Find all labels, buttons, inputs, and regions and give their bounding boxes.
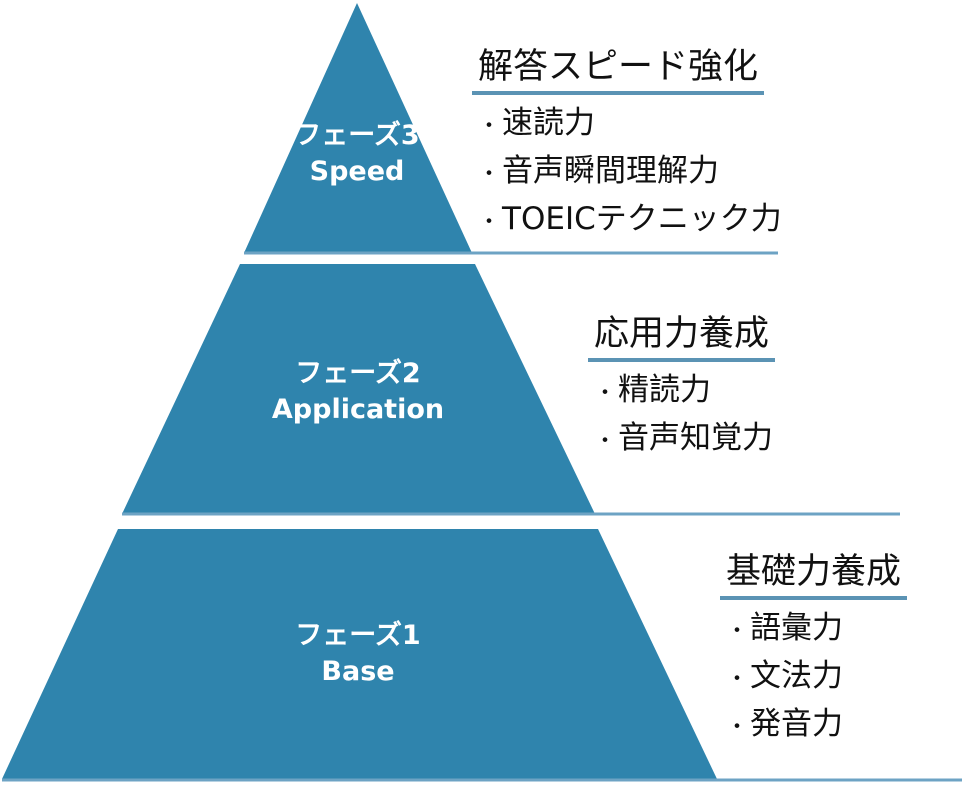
skill-text: 速読力 — [502, 105, 596, 141]
bullet-mark: ・ — [726, 667, 749, 692]
skill-text: 文法力 — [750, 658, 844, 694]
list-item: ・速読力 — [478, 101, 782, 149]
skill-text: 発音力 — [750, 706, 844, 742]
panel-phase1: 基礎力養成 ・語彙力 ・文法力 ・発音力 — [720, 555, 908, 750]
list-item: ・文法力 — [726, 654, 907, 702]
bullet-mark: ・ — [726, 715, 749, 740]
skill-text: TOEICテクニック力 — [502, 201, 782, 237]
list-item: ・語彙力 — [726, 606, 907, 654]
skill-text: 音声瞬間理解力 — [502, 153, 720, 189]
bullet-mark: ・ — [478, 114, 501, 139]
phase-name: Base — [321, 655, 395, 687]
panel-phase3: 解答スピード強化 ・速読力 ・音声瞬間理解力 ・TOEICテクニック力 — [472, 50, 782, 245]
list-item: ・TOEICテクニック力 — [478, 197, 782, 245]
panel-title: 基礎力養成 — [720, 555, 908, 600]
tier-shape-phase3 — [244, 3, 472, 253]
bullet-mark: ・ — [478, 210, 501, 235]
list-item: ・音声知覚力 — [594, 416, 775, 464]
tier-label-phase3: フェーズ3 Speed — [294, 118, 419, 189]
list-item: ・音声瞬間理解力 — [478, 149, 782, 197]
bullet-mark: ・ — [594, 429, 617, 454]
list-item: ・精読力 — [594, 368, 775, 416]
skill-text: 音声知覚力 — [618, 420, 774, 456]
phase-label: フェーズ1 — [295, 620, 421, 651]
tier-label-phase2: フェーズ2 Application — [272, 356, 444, 427]
panel-phase2: 応用力養成 ・精読力 ・音声知覚力 — [588, 317, 776, 464]
bullet-mark: ・ — [594, 381, 617, 406]
tier-shape-phase2 — [122, 264, 595, 514]
panel-title: 解答スピード強化 — [472, 50, 765, 95]
skill-list: ・語彙力 ・文法力 ・発音力 — [726, 606, 907, 750]
phase-name: Application — [271, 393, 445, 425]
skill-list: ・精読力 ・音声知覚力 — [594, 368, 775, 464]
bullet-mark: ・ — [478, 162, 501, 187]
panel-title: 応用力養成 — [588, 317, 776, 362]
skill-text: 語彙力 — [750, 610, 844, 646]
phase-label: フェーズ3 — [294, 120, 420, 151]
skill-list: ・速読力 ・音声瞬間理解力 ・TOEICテクニック力 — [478, 101, 782, 245]
tier-shape-phase1 — [2, 529, 717, 779]
phase-label: フェーズ2 — [295, 358, 421, 389]
list-item: ・発音力 — [726, 702, 907, 750]
bullet-mark: ・ — [726, 619, 749, 644]
tier-label-phase1: フェーズ1 Base — [295, 618, 420, 689]
skill-text: 精読力 — [618, 372, 712, 408]
phase-name: Speed — [309, 155, 405, 187]
